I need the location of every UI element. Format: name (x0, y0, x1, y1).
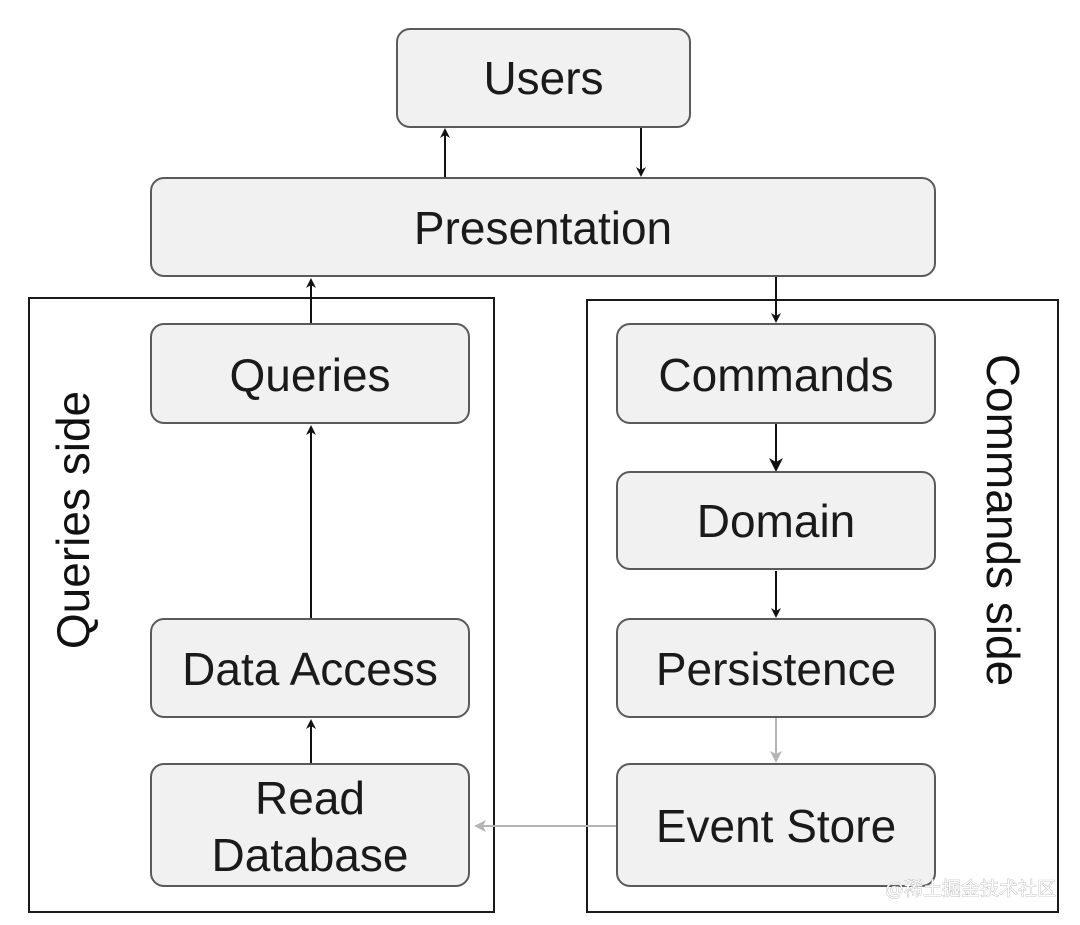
data-access-node: Data Access (150, 618, 470, 718)
users-label: Users (483, 52, 603, 104)
presentation-label: Presentation (414, 202, 672, 254)
queries-side-panel (28, 297, 495, 913)
commands-label: Commands (658, 349, 893, 401)
commands-node: Commands (616, 323, 936, 424)
read-database-node: Read Database (150, 763, 470, 887)
read-database-label-line1: Read (255, 772, 365, 824)
commands-side-panel (586, 299, 1059, 913)
presentation-node: Presentation (150, 177, 936, 277)
persistence-label: Persistence (656, 643, 896, 695)
watermark-text: @稀土掘金技术社区 (885, 878, 1056, 900)
domain-label: Domain (697, 495, 856, 547)
event-store-label: Event Store (656, 800, 896, 852)
data-access-label: Data Access (182, 643, 438, 695)
commands-side-label: Commands side (977, 354, 1029, 686)
users-node: Users (396, 28, 691, 128)
event-store-node: Event Store (616, 763, 936, 887)
persistence-node: Persistence (616, 618, 936, 718)
queries-side-label: Queries side (47, 391, 99, 649)
queries-node: Queries (150, 323, 470, 424)
domain-node: Domain (616, 471, 936, 570)
read-database-label-line2: Database (212, 829, 409, 881)
queries-label: Queries (229, 349, 390, 401)
